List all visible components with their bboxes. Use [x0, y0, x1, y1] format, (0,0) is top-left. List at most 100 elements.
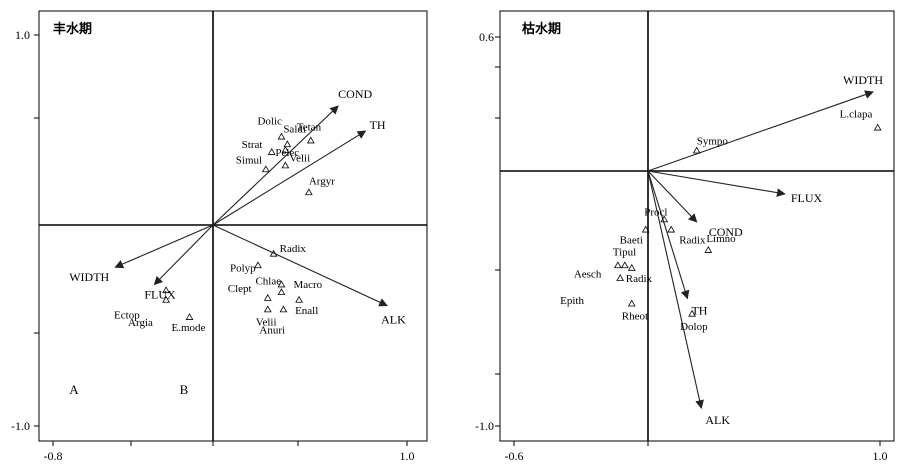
vector-label-alk: ALK: [381, 313, 406, 327]
species-point-l-clapa: [873, 123, 882, 131]
annotation-a: A: [69, 382, 79, 397]
species-point-anuri: [279, 305, 288, 313]
species-point-macro: [277, 288, 286, 296]
vector-width: [647, 90, 874, 172]
species-label-radix: Radix: [280, 243, 307, 255]
species-point-polyp: [254, 261, 262, 269]
species-label-argia: Argia: [128, 317, 153, 329]
x-tick-label-left: -0.8: [44, 449, 63, 463]
vector-alk: [647, 170, 704, 410]
species-point-baeti: [641, 225, 650, 233]
species-label-velii: Velii: [256, 316, 277, 328]
species-label-epith: Epith: [560, 295, 584, 307]
plot-frame: [38, 10, 428, 442]
species-point-tipul: [620, 261, 629, 269]
vector-flux: [647, 170, 786, 197]
species-point-enall: [295, 295, 303, 303]
species-point-rheot: [627, 299, 636, 307]
species-label-clept: Clept: [228, 283, 252, 295]
species-label-aesch: Aesch: [574, 268, 602, 280]
species-label-radix: Radix: [626, 273, 653, 285]
y-tick-label-bottom: -1.0: [475, 419, 494, 433]
species-point-saldi: [283, 140, 292, 148]
species-label-argyr: Argyr: [309, 175, 335, 187]
plot-frame: [499, 10, 895, 442]
species-point-e-mode: [185, 313, 194, 320]
species-label-ectop: Ectop: [114, 309, 140, 321]
species-point-radix: [627, 263, 636, 271]
vector-label-flux: FLUX: [144, 288, 176, 302]
species-label-chlae: Chlae: [255, 276, 281, 288]
species-point-radix: [269, 249, 278, 257]
panel-title: 枯水期: [522, 21, 561, 36]
species-label-velii: Velii: [289, 152, 310, 164]
species-label-polyp: Polyp: [230, 262, 256, 274]
species-label-rheot: Rheot: [622, 311, 648, 323]
vector-th: [212, 130, 367, 226]
species-label-simul: Simul: [236, 154, 262, 166]
species-label-macro: Macro: [293, 279, 322, 291]
vector-alk: [212, 224, 388, 307]
vector-th: [647, 170, 690, 300]
x-tick-label-left: -0.6: [505, 449, 524, 463]
dry-season-panel: 枯水期 0.6 -1.0 -0.6 1.0 WIDTH FLUX COND TH ALK…: [475, 10, 895, 463]
species-label-radix: Radix: [679, 235, 706, 247]
vector-label-th: TH: [691, 304, 707, 318]
species-label-baeti: Baeti: [620, 235, 643, 247]
species-label-tetan: Tetan: [297, 122, 322, 134]
species-point-velii: [263, 305, 272, 313]
species-label-anuri: Anuri: [259, 324, 285, 336]
species-label-pelec: Pelec: [275, 147, 299, 159]
species-label-procl: Procl: [644, 206, 667, 218]
species-label-l-clapa: L.clapa: [840, 109, 873, 121]
species-point-dolop: [688, 309, 696, 317]
vector-label-flux: FLUX: [791, 191, 823, 205]
species-point-clept: [263, 293, 272, 301]
vector-label-th: TH: [370, 118, 386, 132]
species-label-sympo: Sympo: [697, 136, 729, 148]
y-tick-label-bottom: -1.0: [11, 419, 30, 433]
y-tick-label-top: 0.6: [479, 30, 494, 44]
vector-label-cond: COND: [709, 225, 743, 239]
species-point-chlae: [277, 280, 286, 288]
species-point-strat: [267, 148, 276, 155]
species-label-saldi: Saldi: [283, 123, 306, 135]
panel-title: 丰水期: [53, 21, 92, 36]
species-point-sympo: [692, 146, 701, 154]
species-label-enall: Enall: [295, 305, 318, 317]
species-point-aesch: [613, 261, 622, 269]
panel-marks: WIDTH FLUX COND TH ALK L.clapaSympoProclBaeti…: [560, 73, 883, 427]
vector-label-width: WIDTH: [69, 270, 109, 284]
panel-marks: COND TH WIDTH FLUX ALK DolicSaldiTetanStratPe…: [69, 87, 406, 337]
species-point-epith: [616, 274, 625, 281]
species-label-dolop: Dolop: [680, 321, 708, 333]
species-label-tipul: Tipul: [613, 246, 636, 258]
annotation-b: B: [180, 382, 189, 397]
vector-width: [114, 224, 214, 269]
species-point-procl: [660, 215, 669, 223]
vector-label-alk: ALK: [705, 413, 730, 427]
vector-label-width: WIDTH: [843, 73, 883, 87]
species-point-dolic: [277, 132, 286, 140]
species-label-dolic: Dolic: [257, 116, 282, 128]
species-point-argia: [162, 295, 170, 303]
y-tick-label-top: 1.0: [15, 28, 30, 42]
species-label-e-mode: E.mode: [172, 322, 206, 334]
x-tick-label-right: 1.0: [873, 449, 888, 463]
species-label-strat: Strat: [242, 139, 263, 151]
species-point-limno: [704, 246, 713, 253]
vector-cond: [212, 105, 339, 226]
species-point-tetan: [306, 136, 315, 144]
species-point-radix: [667, 225, 676, 233]
vector-label-cond: COND: [338, 87, 372, 101]
x-tick-label-right: 1.0: [400, 449, 415, 463]
species-point-ectop: [162, 286, 170, 294]
species-point-pelec: [281, 146, 290, 153]
vector-flux: [153, 224, 214, 286]
wet-season-panel: 丰水期 1.0 -1.0 -0.8 1.0 A B COND TH WIDTH FLU…: [11, 10, 428, 463]
species-point-simul: [261, 165, 270, 173]
species-label-limno: Limno: [706, 233, 736, 245]
species-point-velii: [281, 161, 290, 169]
vector-cond: [647, 170, 698, 223]
